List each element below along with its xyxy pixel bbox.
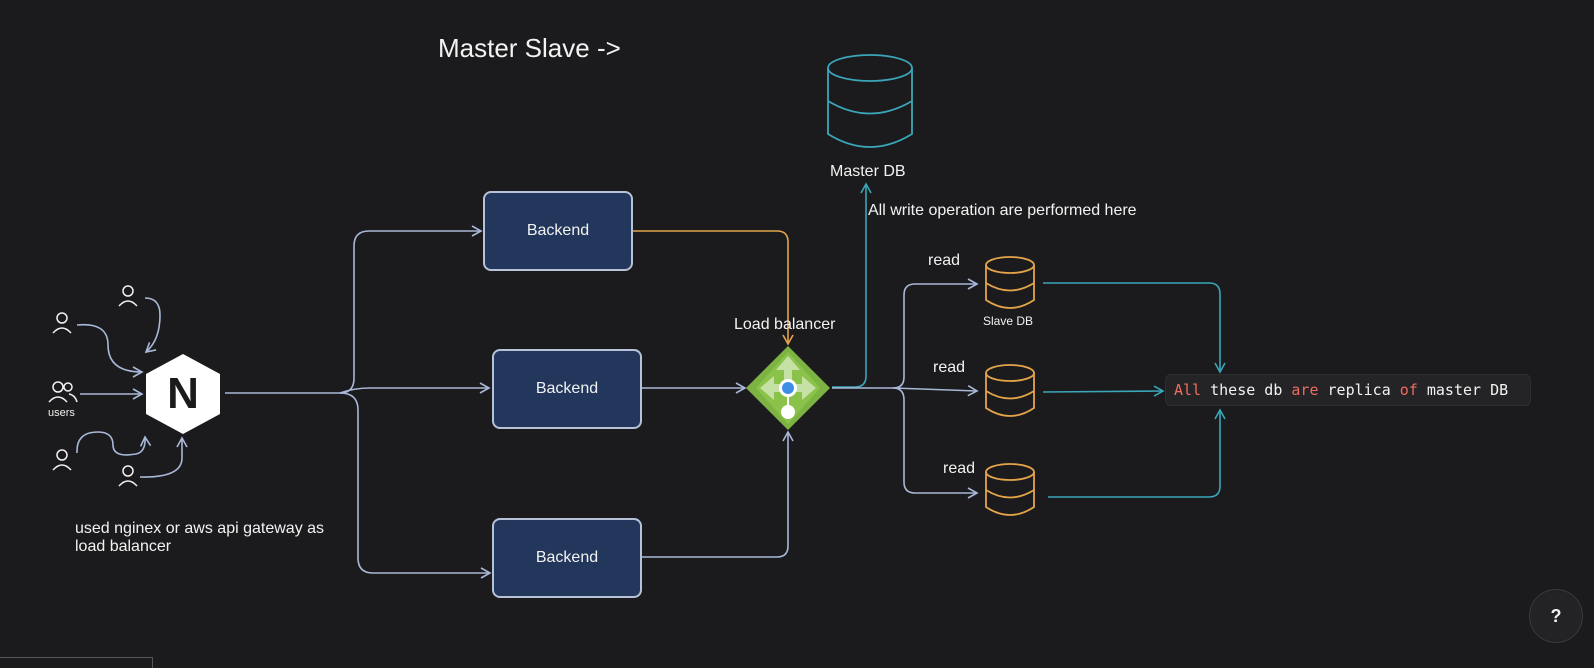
connector-arrow <box>139 436 188 478</box>
code-keyword: All <box>1174 381 1202 399</box>
diagram-title: Master Slave -> <box>438 33 621 63</box>
user-icon <box>52 312 72 334</box>
nginx-note: used nginex or aws api gateway as load b… <box>75 520 325 555</box>
users-label: users <box>48 407 75 419</box>
code-keyword: of <box>1399 381 1418 399</box>
svg-text:N: N <box>167 369 199 418</box>
user-icon <box>52 449 72 471</box>
nginx-icon: N <box>146 354 220 434</box>
load-balancer-icon <box>746 346 830 430</box>
master-db-label: Master DB <box>830 163 906 180</box>
bottom-left-tab <box>0 657 153 668</box>
read-label: read <box>943 460 976 477</box>
read-label: read <box>933 359 966 376</box>
replica-arrow <box>1042 385 1165 397</box>
replica-arrow <box>1048 408 1226 498</box>
load-balancer-label: Load balancer <box>734 316 836 333</box>
write-operation-note: All write operation are performed here <box>868 202 1137 219</box>
write-arrow <box>832 182 872 388</box>
backend-box[interactable]: Backend <box>492 518 642 598</box>
slave-database-icon <box>985 256 1035 309</box>
help-button[interactable]: ? <box>1529 589 1583 643</box>
backend-box[interactable]: Backend <box>483 191 633 271</box>
connector-arrow <box>339 382 491 394</box>
user-icon <box>118 285 138 307</box>
users-group-icon <box>48 381 78 403</box>
connector-arrow <box>339 392 492 579</box>
read-arrow <box>892 387 979 499</box>
master-database-icon <box>827 54 913 148</box>
code-keyword: are <box>1291 381 1319 399</box>
read-arrow <box>892 384 979 397</box>
backend-box[interactable]: Backend <box>492 349 642 429</box>
connector-arrow <box>144 297 161 354</box>
code-text: replica <box>1318 381 1400 399</box>
connector-arrow <box>76 431 152 456</box>
read-label: read <box>928 252 961 269</box>
slave-db-label: Slave DB <box>983 314 1034 328</box>
connector-arrow <box>76 323 144 378</box>
replica-arrow <box>1043 282 1226 374</box>
code-text: these db <box>1201 381 1292 399</box>
code-text: master DB <box>1417 381 1509 399</box>
replica-code-note: All these db are replica of master DB <box>1165 374 1531 406</box>
slave-database-icon <box>985 463 1035 516</box>
backend-to-lb-arrow <box>642 430 794 558</box>
user-icon <box>118 465 138 487</box>
slave-database-icon <box>985 364 1035 417</box>
connector-arrow <box>225 225 483 394</box>
backend-to-lb-arrow <box>633 230 794 346</box>
